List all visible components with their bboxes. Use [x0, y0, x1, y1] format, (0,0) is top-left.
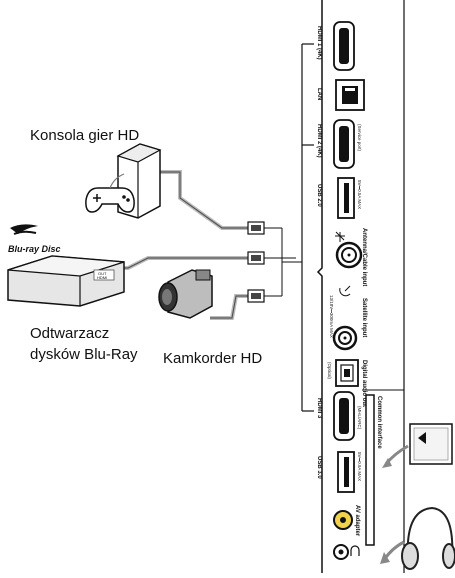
satellite-port[interactable] [332, 325, 358, 351]
antenna-port[interactable] [335, 241, 363, 269]
usb3-sublabel: 5V⎓0.9A MAX [357, 452, 362, 481]
camcorder-icon [158, 269, 213, 319]
hdmi1-port[interactable] [333, 21, 355, 71]
hdmi3-sublabel: (MHL/ARC) [357, 406, 362, 430]
hdmi1-label: HDMI 1 (4K) [316, 26, 322, 60]
usb3-label: USB 3.0 [316, 456, 322, 479]
satellite-dish-icon [339, 285, 351, 297]
hdmi-connection-lines [264, 227, 302, 297]
headphone-port[interactable] [333, 544, 349, 560]
hdmi3-label: HDMI 3 [316, 398, 322, 419]
av-adapter-label: AV adapter [354, 505, 360, 537]
hdmi-cable-camcorder [210, 289, 265, 320]
antenna-label: Antenna/Cable input [361, 228, 367, 286]
hdmi3-port[interactable] [333, 391, 355, 441]
hdmi-cable-bluray [108, 251, 265, 272]
optical-sublabel: (Optical) [327, 362, 332, 380]
headphones-icon [380, 506, 455, 570]
gamepad-icon [85, 173, 135, 213]
lan-port[interactable] [335, 79, 365, 111]
satellite-label: Satellite input [361, 298, 367, 337]
usb3-port[interactable] [337, 451, 355, 493]
hdmi2-sublabel: (Service port) [357, 124, 362, 152]
common-interface-label: Common interface [376, 396, 382, 449]
hdmi2-label: HDMI 2 (4K) [316, 124, 322, 158]
bluray-logo [10, 224, 38, 235]
bluray-logo-text: Blu-ray Disc [8, 244, 61, 254]
usb2-sublabel: 5V⎓0.5A MAX [357, 180, 362, 209]
ci-card-icon [382, 423, 453, 468]
satellite-sublabel: 13/18V⎓300mA MAX [329, 295, 334, 338]
optical-port[interactable] [335, 359, 359, 387]
av-adapter-port[interactable] [333, 510, 353, 530]
tv-side-panel [316, 0, 405, 573]
camcorder-label: Kamkorder HD [163, 350, 263, 367]
hdmi2-port[interactable] [333, 119, 355, 169]
bluray-player-icon [7, 255, 125, 307]
hdmi-cable-console [140, 170, 265, 235]
bluray-hdmi-label: HDMI [97, 275, 107, 280]
usb2-label: USB 2.0 [316, 184, 322, 207]
optical-label: Digital audio out [361, 360, 367, 407]
usb2-port[interactable] [337, 177, 355, 219]
lan-label: LAN [316, 88, 322, 100]
connection-bracket [301, 43, 314, 412]
common-interface-slot[interactable] [365, 394, 375, 546]
antenna-icon [335, 231, 345, 242]
bluray-player-label-line1: Odtwarzacz [30, 325, 110, 342]
bluray-out-label: OUT [98, 271, 107, 276]
bluray-player-label-line2: dysków Blu-Ray [30, 346, 138, 363]
headphone-icon [350, 545, 360, 556]
console-label: Konsola gier HD [30, 127, 140, 144]
